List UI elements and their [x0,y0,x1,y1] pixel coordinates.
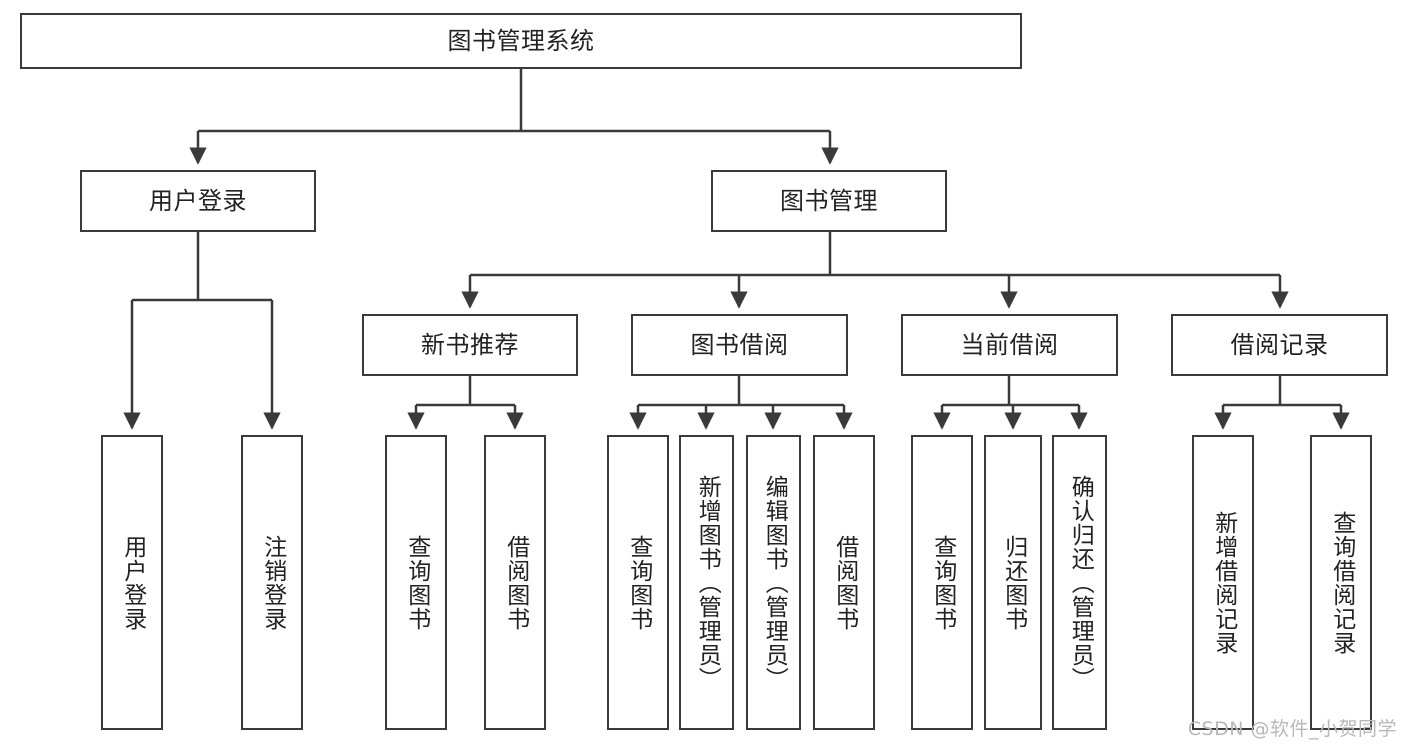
node-leaf-edit-book[interactable]: 编辑图书（管理员） [746,435,801,730]
node-leaf-confirm-return[interactable]: 确认归还（管理员） [1052,435,1107,730]
node-leaf-query-record-label: 查询借阅记录 [1328,510,1355,655]
node-leaf-return-book-label: 归还图书 [1000,534,1027,631]
node-current-borrow[interactable]: 当前借阅 [901,314,1118,376]
node-book-manage[interactable]: 图书管理 [711,170,947,232]
node-leaf-add-book[interactable]: 新增图书（管理员） [679,435,734,730]
node-borrow-record[interactable]: 借阅记录 [1171,314,1388,376]
node-leaf-borrow-book-2-label: 借阅图书 [831,534,858,631]
node-leaf-add-record[interactable]: 新增借阅记录 [1192,435,1254,730]
node-leaf-user-login-label: 用户登录 [119,534,146,631]
node-leaf-borrow-book-2[interactable]: 借阅图书 [813,435,875,730]
node-root[interactable]: 图书管理系统 [20,13,1022,69]
node-leaf-logout-login-label: 注销登录 [259,534,286,631]
node-leaf-query-book-2[interactable]: 查询图书 [607,435,669,730]
node-user-login-label: 用户登录 [149,186,247,215]
node-leaf-logout-login[interactable]: 注销登录 [241,435,303,730]
node-leaf-borrow-book-1-label: 借阅图书 [502,534,529,631]
node-leaf-query-record[interactable]: 查询借阅记录 [1310,435,1372,730]
node-new-book-recommend[interactable]: 新书推荐 [362,314,578,376]
node-user-login[interactable]: 用户登录 [80,170,316,232]
node-leaf-query-book-3[interactable]: 查询图书 [911,435,973,730]
node-book-borrow-label: 图书借阅 [690,330,789,359]
node-leaf-edit-book-label: 编辑图书（管理员） [761,474,788,691]
node-current-borrow-label: 当前借阅 [960,330,1059,359]
node-root-label: 图书管理系统 [447,26,595,55]
node-leaf-borrow-book-1[interactable]: 借阅图书 [484,435,546,730]
node-leaf-query-book-2-label: 查询图书 [625,534,652,631]
node-leaf-query-book-1[interactable]: 查询图书 [385,435,447,730]
node-book-manage-label: 图书管理 [780,186,878,215]
node-book-borrow[interactable]: 图书借阅 [631,314,848,376]
node-leaf-query-book-3-label: 查询图书 [929,534,956,631]
node-leaf-user-login[interactable]: 用户登录 [101,435,163,730]
node-leaf-return-book[interactable]: 归还图书 [984,435,1042,730]
node-new-book-recommend-label: 新书推荐 [421,330,519,359]
node-borrow-record-label: 借阅记录 [1230,330,1329,359]
node-leaf-add-book-label: 新增图书（管理员） [694,474,721,691]
node-leaf-add-record-label: 新增借阅记录 [1210,510,1237,655]
node-leaf-query-book-1-label: 查询图书 [403,534,430,631]
node-leaf-confirm-return-label: 确认归还（管理员） [1067,474,1094,691]
